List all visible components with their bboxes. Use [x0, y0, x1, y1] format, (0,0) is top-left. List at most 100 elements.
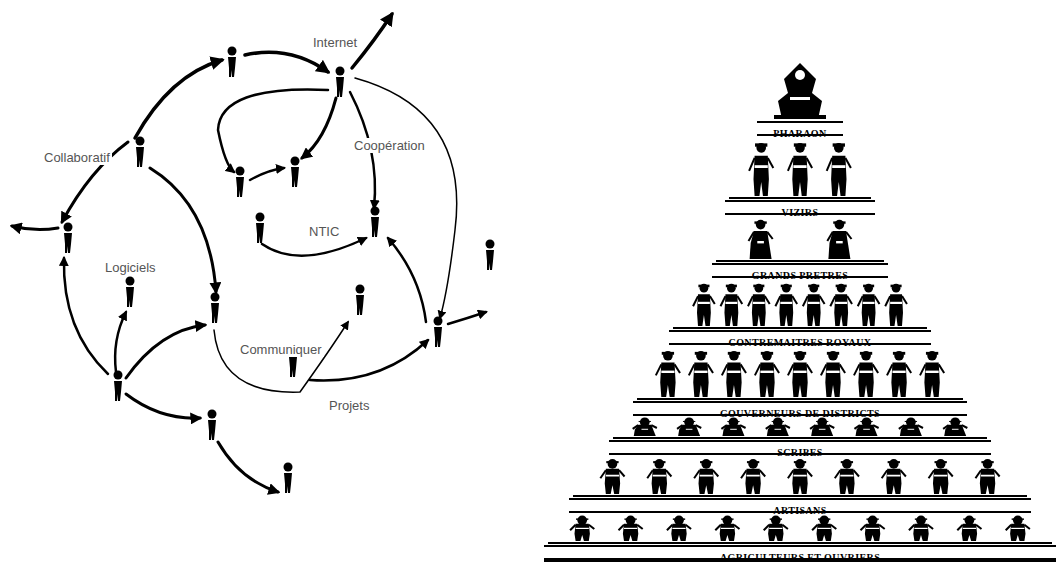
flow-arrow: [250, 168, 284, 180]
rank-figures: [637, 351, 963, 400]
flow-arrow: [355, 78, 457, 318]
network-arrows: [12, 14, 486, 492]
person-figure: [236, 167, 245, 198]
flow-arrow: [64, 258, 108, 374]
rank-band: GOUVERNEURS DE DISTRICTS: [633, 401, 967, 416]
person-head: [256, 213, 265, 222]
concept-word: NTIC: [307, 224, 341, 239]
person-body: [291, 167, 299, 187]
person-figure: [434, 317, 443, 348]
person-figure: [291, 157, 300, 188]
person-head: [291, 157, 300, 166]
person-figure: [486, 240, 495, 271]
person-head: [336, 67, 345, 76]
person-body: [64, 233, 72, 253]
person-body: [136, 147, 144, 167]
rank-name: CONTREMAITRES ROYAUX: [729, 337, 872, 348]
person-body: [211, 303, 219, 323]
flow-arrow: [135, 60, 222, 138]
person-figure: [336, 67, 345, 98]
rank-name: PHARAON: [773, 128, 826, 139]
person-figure: [126, 277, 135, 308]
person-head: [136, 137, 145, 146]
concept-word: Collaboratif: [42, 150, 112, 165]
person-head: [126, 277, 135, 286]
rank-band: SCRIBES: [609, 440, 991, 455]
person-figure: [208, 410, 217, 441]
person-head: [211, 293, 220, 302]
rank-figures: [729, 143, 871, 199]
flow-arrow: [310, 340, 428, 381]
person-head: [486, 240, 495, 249]
person-body: [434, 327, 442, 347]
person-figure: [256, 213, 265, 244]
concept-word: Communiquer: [238, 342, 324, 357]
person-head: [114, 371, 123, 380]
flow-arrow: [126, 394, 200, 418]
person-figure: [136, 137, 145, 168]
rank-band: PHARAON: [757, 121, 843, 136]
person-body: [256, 223, 264, 243]
person-head: [371, 207, 380, 216]
flow-arrow: [115, 312, 126, 372]
person-figure: [114, 371, 123, 402]
flow-arrow: [302, 98, 336, 158]
concept-word: Projets: [327, 398, 371, 413]
rank-figures: [613, 417, 987, 439]
person-body: [126, 287, 134, 307]
flow-arrow: [12, 226, 58, 230]
rank-figures: [548, 516, 1052, 544]
person-head: [284, 463, 293, 472]
concept-word: Coopération: [352, 138, 427, 153]
flow-arrow: [388, 238, 426, 322]
person-body: [371, 217, 379, 237]
rank-name: AGRICULTEURS ET OUVRIERS: [720, 552, 880, 563]
person-body: [228, 57, 236, 77]
flow-arrow: [126, 325, 205, 378]
person-body: [284, 473, 292, 493]
person-figure: [356, 285, 365, 316]
flow-arrow: [218, 442, 278, 492]
concept-word: Internet: [311, 35, 359, 50]
person-figure: [284, 463, 293, 494]
flow-arrow: [245, 52, 328, 72]
concept-word: Logiciels: [103, 260, 158, 275]
person-body: [289, 357, 297, 377]
pharaoh-figure: [774, 63, 826, 119]
person-figure: [64, 223, 73, 254]
person-head: [208, 410, 217, 419]
flow-arrow: [218, 90, 328, 173]
rank-figures: [673, 284, 927, 329]
person-figure: [228, 47, 237, 78]
person-body: [208, 420, 216, 440]
pyramid-figures: [544, 63, 1056, 562]
flow-arrow: [150, 168, 216, 292]
person-head: [434, 317, 443, 326]
person-head: [356, 285, 365, 294]
person-figure: [371, 207, 380, 238]
rank-name: GOUVERNEURS DE DISTRICTS: [720, 408, 880, 419]
network-people: [64, 47, 495, 494]
flow-arrow: [448, 312, 486, 324]
person-figure: [211, 293, 220, 324]
rank-name: ARTISANS: [773, 505, 826, 516]
rank-band: CONTREMAITRES ROYAUX: [669, 330, 931, 345]
rank-name: GRANDS PRETRES: [752, 270, 848, 281]
person-body: [114, 381, 122, 401]
person-body: [486, 250, 494, 270]
rank-band: GRANDS PRETRES: [712, 263, 888, 278]
rank-name: VIZIRS: [782, 207, 819, 218]
rank-figures: [716, 220, 884, 262]
person-head: [228, 47, 237, 56]
rank-figures: [573, 459, 1027, 497]
rank-band: AGRICULTEURS ET OUVRIERS: [544, 545, 1056, 560]
rank-band: ARTISANS: [569, 498, 1031, 513]
person-head: [64, 223, 73, 232]
flow-arrow: [262, 238, 366, 256]
person-body: [236, 177, 244, 197]
rank-band: VIZIRS: [725, 200, 875, 215]
person-head: [236, 167, 245, 176]
person-body: [356, 295, 364, 315]
rank-name: SCRIBES: [777, 447, 823, 458]
